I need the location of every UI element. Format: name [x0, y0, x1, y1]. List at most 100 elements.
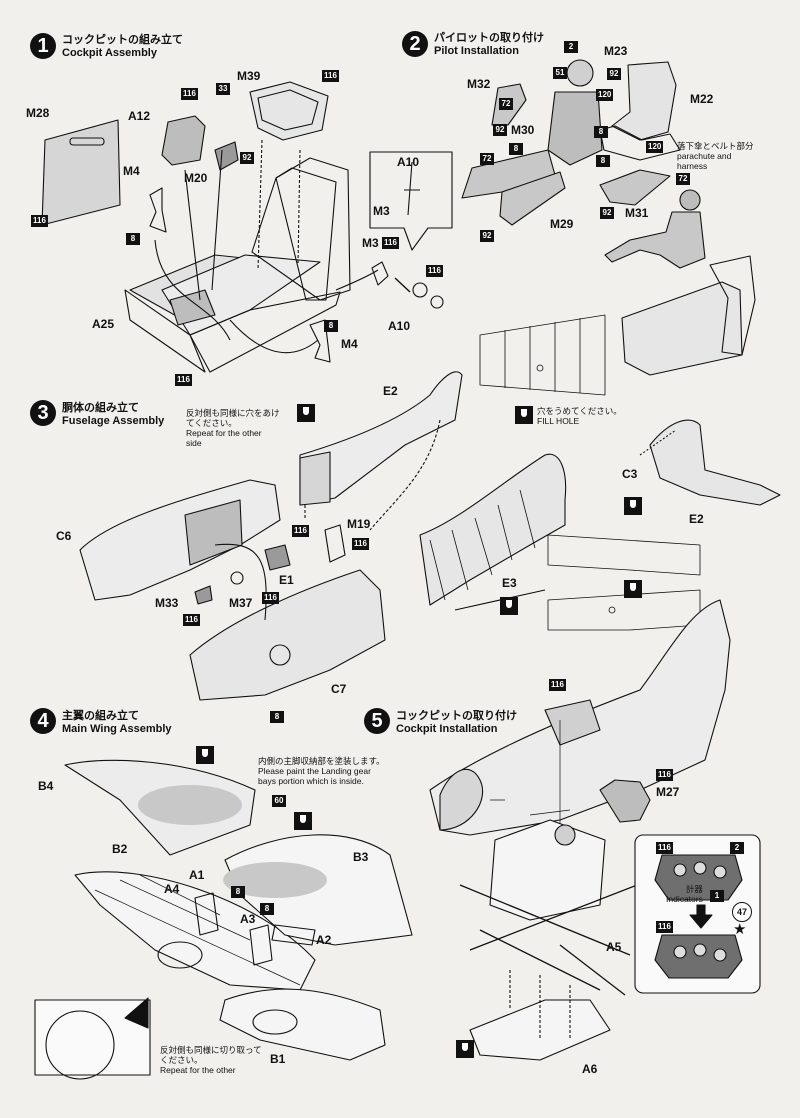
step-2-title-jp: パイロットの取り付け: [434, 32, 544, 44]
part-label-M19: M19: [347, 517, 371, 531]
color-badge-8: 8: [260, 903, 274, 915]
color-badge-116: 116: [656, 842, 673, 854]
part-label-E3: E3: [502, 576, 517, 590]
color-badge-116: 116: [382, 237, 399, 249]
color-badge-116: 116: [426, 265, 443, 277]
color-badge-116: 116: [352, 538, 369, 550]
color-badge-60: 60: [272, 795, 286, 807]
repeat-hole-note-jp-2: てください。: [186, 418, 237, 428]
part-label-M4: M4: [123, 164, 140, 178]
step-3-title: 胴体の組み立て Fuselage Assembly: [62, 402, 164, 428]
part-label-E2-detail: E2: [689, 512, 704, 526]
step-5-title: コックピットの取り付け Cockpit Installation: [396, 710, 517, 736]
paint-icon-wing-2: [294, 812, 312, 830]
color-badge-92: 92: [607, 68, 621, 80]
part-label-M23: M23: [604, 44, 628, 58]
step-4-number: 4: [30, 708, 56, 734]
landing-gear-note-en-1: Please paint the Landing gear: [258, 766, 371, 776]
step2-drawing: [461, 59, 756, 376]
step-4-title: 主翼の組み立て Main Wing Assembly: [62, 710, 172, 736]
repeat-hole-note-jp-1: 反対側も同様に穴をあけ: [186, 408, 280, 418]
color-badge-116: 116: [322, 70, 339, 82]
step-2-title-en: Pilot Installation: [434, 45, 519, 57]
color-badge-72: 72: [676, 173, 690, 185]
repeat-hole-note-en-2: side: [186, 438, 202, 448]
indicators-note-en: Indicators: [666, 894, 703, 904]
step5-drawing: [429, 599, 731, 1061]
part-label-E1: E1: [279, 573, 294, 587]
color-badge-92: 92: [600, 207, 614, 219]
cut-note-jp-2: ください。: [160, 1055, 203, 1065]
drill-icon-detail-2: [624, 580, 642, 598]
star-icon: ★: [733, 921, 747, 938]
color-badge-72: 72: [480, 153, 494, 165]
color-badge-120: 120: [596, 89, 614, 101]
color-badge-116: 116: [175, 374, 192, 386]
landing-gear-note-en-2: bays portion which is inside.: [258, 776, 364, 786]
control-stick-inset: [369, 151, 453, 309]
landing-gear-note: 内側の主脚収納部を塗装します。 Please paint the Landing…: [258, 756, 385, 786]
drill-icon-e3: [500, 597, 518, 615]
color-badge-116: 116: [292, 525, 309, 537]
tail-detail: [639, 419, 781, 506]
part-label-A10-inset: A10: [397, 155, 420, 169]
fill-hole-note-en: FILL HOLE: [537, 416, 580, 426]
color-badge-116: 116: [549, 679, 566, 691]
step-5-title-jp: コックピットの取り付け: [396, 710, 517, 722]
step-3-number: 3: [30, 400, 56, 426]
parachute-note-en-1: parachute and: [677, 151, 732, 161]
color-badge-8: 8: [126, 233, 140, 245]
part-label-A4: A4: [164, 882, 180, 896]
part-label-M4-right: M4: [341, 337, 358, 351]
part-label-M3-inset: M3: [373, 204, 390, 218]
landing-gear-note-jp: 内側の主脚収納部を塗装します。: [258, 756, 385, 766]
part-label-A5: A5: [606, 940, 622, 954]
step-1-title-en: Cockpit Assembly: [62, 47, 157, 59]
color-badge-8: 8: [596, 155, 610, 167]
color-badge-8: 8: [270, 711, 284, 723]
color-badge-33: 33: [216, 83, 230, 95]
step-3-title-jp: 胴体の組み立て: [62, 402, 139, 414]
part-label-A25: A25: [92, 317, 115, 331]
cut-note-jp-1: 反対側も同様に切り取って: [160, 1045, 262, 1055]
color-badge-8: 8: [231, 886, 245, 898]
color-badge-116: 116: [262, 592, 279, 604]
part-label-M33: M33: [155, 596, 179, 610]
part-label-B2: B2: [112, 842, 128, 856]
part-label-M37: M37: [229, 596, 253, 610]
color-badge-72: 72: [499, 98, 513, 110]
color-badge-116: 116: [183, 614, 200, 626]
part-label-M39: M39: [237, 69, 261, 83]
color-badge-116: 116: [181, 88, 198, 100]
color-badge-8: 8: [324, 320, 338, 332]
color-badge-116: 116: [656, 769, 673, 781]
part-label-A10: A10: [388, 319, 411, 333]
part-label-M30: M30: [511, 123, 535, 137]
step-5-number: 5: [364, 708, 390, 734]
indicators-note-jp: 計器: [685, 884, 703, 894]
part-label-M22: M22: [690, 92, 714, 106]
part-label-B4: B4: [38, 779, 54, 793]
color-badge-92: 92: [480, 230, 494, 242]
step-5-title-en: Cockpit Installation: [396, 723, 498, 735]
part-label-A3: A3: [240, 912, 256, 926]
color-badge-8: 8: [509, 143, 523, 155]
step-2-number: 2: [402, 31, 428, 57]
repeat-hole-note: 反対側も同様に穴をあけ てください。 Repeat for the other …: [186, 408, 280, 448]
step4-drawing: [34, 759, 413, 1080]
color-badge-2: 2: [564, 41, 578, 53]
part-label-E2: E2: [383, 384, 398, 398]
cut-note: 反対側も同様に切り取って ください。 Repeat for the other: [160, 1045, 262, 1075]
fill-hole-note: 穴をうめてください。 FILL HOLE: [537, 406, 622, 426]
color-badge-116: 116: [656, 921, 673, 933]
fill-hole-icon: [515, 406, 533, 424]
part-label-C3: C3: [622, 467, 638, 481]
part-label-C7: C7: [331, 682, 347, 696]
indicators-note: 計器 Indicators: [666, 884, 703, 904]
step-1-title-jp: コックピットの組み立て: [62, 34, 183, 46]
part-label-M27: M27: [656, 785, 680, 799]
instrument-panel-inset: [634, 834, 761, 994]
part-label-B1: B1: [270, 1052, 286, 1066]
